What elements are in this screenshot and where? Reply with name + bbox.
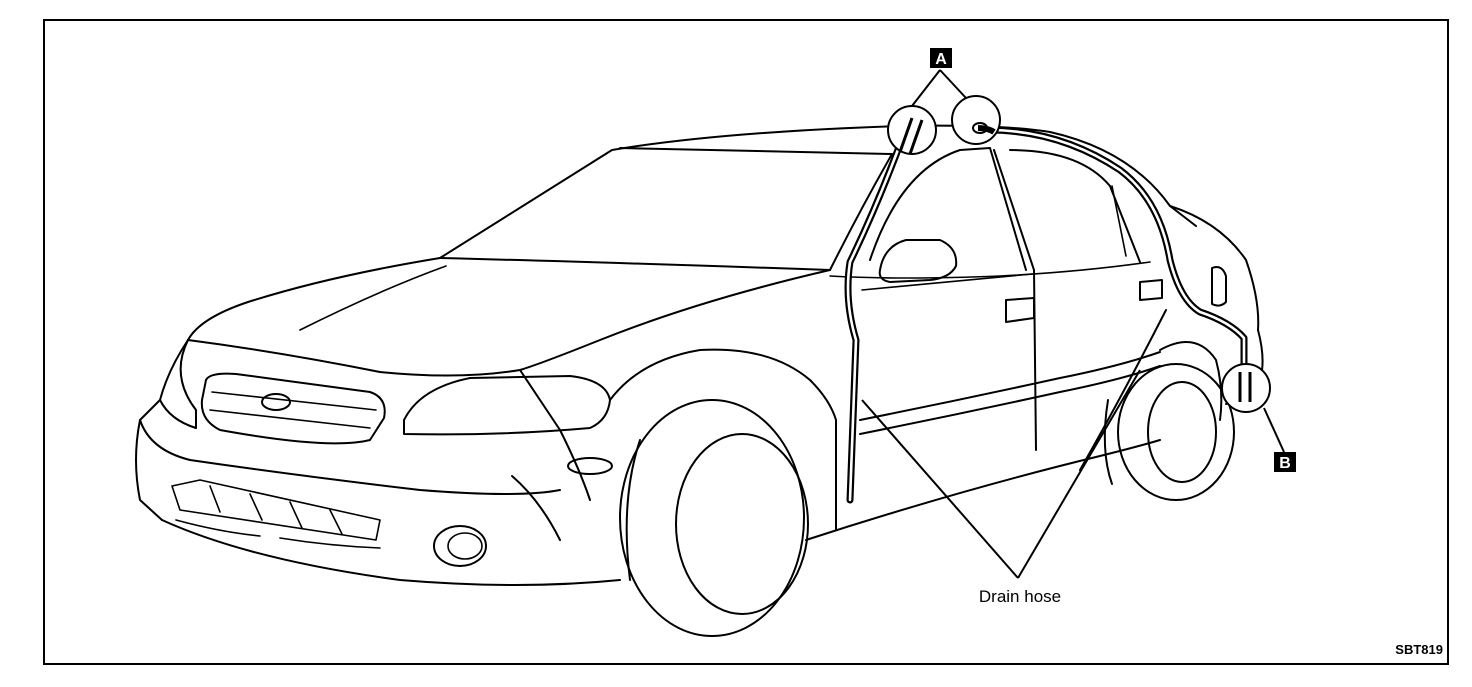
fog-light-inner bbox=[447, 532, 483, 560]
front-drain-hose bbox=[844, 124, 910, 504]
roof-outline bbox=[439, 124, 1197, 259]
fender-crease bbox=[511, 475, 561, 541]
figure-code: SBT819 bbox=[1395, 642, 1443, 657]
rear-wheel-arch bbox=[1159, 341, 1223, 421]
rear-door-rear-edge bbox=[1079, 309, 1167, 471]
drain-hoses bbox=[844, 124, 1248, 504]
hose-end-mark-2 bbox=[908, 119, 924, 155]
body-side-molding-top bbox=[859, 351, 1161, 421]
leader-drain-front bbox=[861, 399, 1019, 579]
car-body bbox=[135, 124, 1264, 637]
marker-a: A bbox=[930, 48, 952, 68]
side-mirror bbox=[878, 239, 958, 283]
headlight-left bbox=[179, 339, 197, 429]
front-window-frame bbox=[869, 147, 1027, 271]
rear-door-handle bbox=[1139, 279, 1163, 301]
detail-circle-b bbox=[1221, 363, 1271, 413]
rear-rim bbox=[1147, 381, 1217, 483]
body-side-molding-bottom bbox=[859, 365, 1161, 435]
detail-b bbox=[1221, 363, 1271, 413]
grille-bar-2 bbox=[209, 409, 371, 429]
leader-a-right bbox=[939, 69, 967, 99]
rocker-panel bbox=[805, 439, 1161, 541]
detail-a-left bbox=[887, 105, 937, 155]
emblem bbox=[261, 393, 291, 411]
hose-end-opening bbox=[972, 122, 988, 134]
rear-window-frame bbox=[1009, 149, 1141, 263]
marker-b-box bbox=[1274, 452, 1296, 472]
front-fender-line bbox=[519, 369, 591, 501]
headlight-right bbox=[403, 375, 611, 436]
rear-drain-hose-core bbox=[986, 128, 1246, 376]
side-marker bbox=[567, 457, 613, 475]
grille bbox=[200, 372, 386, 445]
front-window-sill bbox=[861, 273, 1033, 291]
belt-line bbox=[829, 261, 1151, 279]
rear-tire bbox=[1117, 363, 1235, 501]
marker-b-label: B bbox=[1279, 455, 1291, 472]
hose-end-mark-1 bbox=[898, 117, 914, 153]
windshield-bottom bbox=[439, 257, 831, 271]
figure-frame bbox=[43, 19, 1449, 665]
hood-crease bbox=[299, 265, 447, 331]
b-pillar bbox=[993, 149, 1037, 451]
bumper-lip bbox=[175, 519, 381, 549]
hood-front-edge bbox=[187, 339, 521, 377]
detail-circle-a-right bbox=[951, 95, 1001, 145]
rear-quarter-top bbox=[1169, 205, 1260, 331]
detail-a-right bbox=[951, 95, 1001, 145]
leader-a-left bbox=[911, 69, 941, 107]
front-wheel-arch bbox=[609, 348, 837, 421]
front-rim bbox=[675, 433, 809, 615]
leader-drain-rear bbox=[1017, 369, 1141, 579]
bumper-top bbox=[139, 419, 561, 495]
bumper-bottom bbox=[161, 519, 621, 586]
hood-left-edge bbox=[187, 257, 441, 341]
front-tire bbox=[619, 399, 805, 637]
windshield-top bbox=[619, 147, 893, 155]
marker-b: B bbox=[1274, 452, 1296, 472]
lower-intake bbox=[171, 479, 381, 541]
marker-a-box bbox=[930, 48, 952, 68]
grille-bar-1 bbox=[211, 391, 377, 411]
leader-b bbox=[1263, 407, 1285, 453]
front-door-handle bbox=[1005, 297, 1035, 323]
front-tire-edge bbox=[625, 439, 641, 581]
headlight-left-lower bbox=[159, 399, 197, 429]
intake-slats bbox=[209, 485, 343, 535]
hood-right-edge bbox=[519, 269, 831, 371]
leader-lines bbox=[861, 69, 1285, 579]
rear-tire-edge bbox=[1103, 399, 1113, 485]
marker-a-label: A bbox=[935, 51, 947, 68]
fuel-door bbox=[1211, 266, 1227, 307]
rear-window-divider bbox=[1111, 185, 1127, 257]
fog-light bbox=[433, 525, 487, 567]
a-pillar-inner bbox=[829, 153, 893, 271]
front-drain-hose-core bbox=[846, 126, 908, 502]
drain-hose-label: Drain hose bbox=[979, 587, 1061, 606]
